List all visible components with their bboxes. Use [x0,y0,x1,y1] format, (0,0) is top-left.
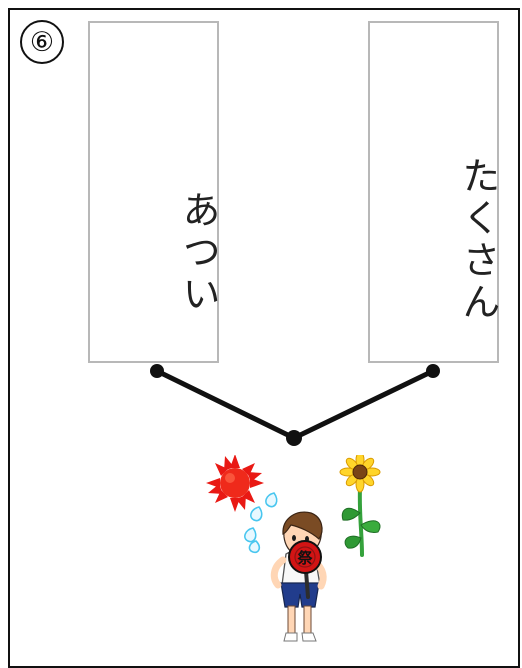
right-connector-line [291,368,436,441]
picture-dot[interactable] [286,430,302,446]
sun-icon [206,455,264,512]
matching-lines [150,364,440,446]
left-card-dot[interactable] [150,364,164,378]
right-card-dot[interactable] [426,364,440,378]
left-connector-line [154,368,297,441]
sweat-drops-icon [244,492,278,554]
fan-character: 祭 [296,549,313,567]
word-card-left: あつい [88,21,220,363]
word-card-right: たくさん [368,21,500,363]
summer-illustration: 祭 [206,455,381,642]
problem-number-badge: ⑥ [20,20,64,64]
boy-icon [270,511,327,642]
fan-icon: 祭 [288,540,322,599]
sunflower-icon [339,455,381,557]
